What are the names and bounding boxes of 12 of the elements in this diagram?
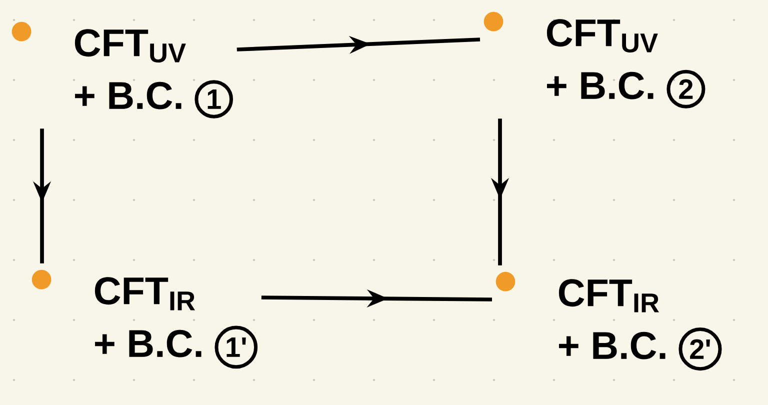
circled-number: 1' xyxy=(214,326,258,369)
circled-number: 2' xyxy=(678,328,722,371)
circled-number: 2 xyxy=(666,70,706,108)
circled-number: 1 xyxy=(194,80,234,118)
heading: CFT$_{UV}$ xyxy=(546,19,658,53)
condition-label: + B.C. xyxy=(95,330,202,358)
condition-label: + B.C. xyxy=(546,72,654,100)
condition-label: + B.C. xyxy=(558,332,666,360)
heading: CFT$_{IR}$ xyxy=(558,279,659,312)
condition-label: + B.C. xyxy=(75,82,182,110)
heading: CFT$_{IR}$ xyxy=(94,277,195,310)
heading: CFT$_{UV}$ xyxy=(74,29,186,63)
